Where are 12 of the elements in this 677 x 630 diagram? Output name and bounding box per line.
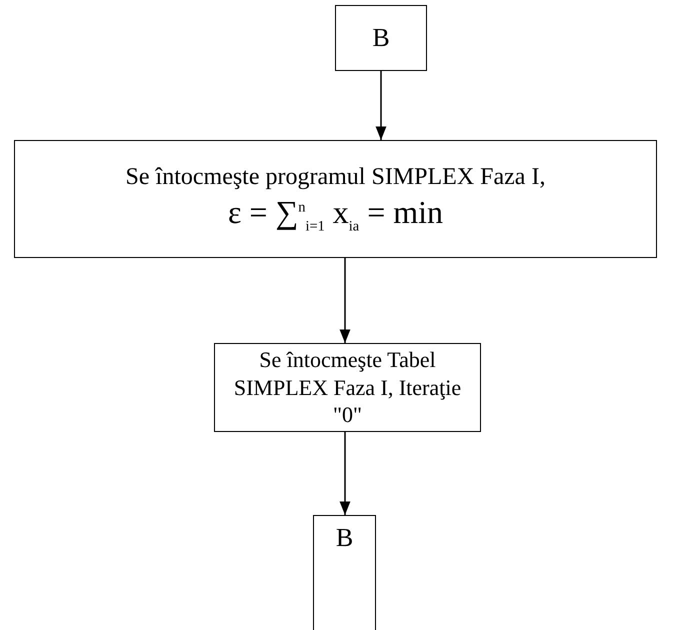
arrow	[340, 258, 350, 343]
process-box	[14, 140, 657, 258]
box-text: B	[336, 522, 354, 554]
box-text: Se întocmeşte Tabel SIMPLEX Faza I, Iteraţie "0"	[232, 346, 462, 429]
box-text: B	[372, 22, 390, 54]
process-box	[214, 343, 481, 432]
process-box	[313, 515, 376, 630]
arrow	[376, 71, 386, 140]
arrow	[340, 432, 350, 515]
formula-text: ε = ∑$^{n}$$_{i=1}$ x$_{ia}$ = min	[228, 193, 444, 236]
box-text: Se întocmeşte programul SIMPLEX Faza I,	[126, 163, 546, 192]
process-box	[335, 5, 427, 71]
